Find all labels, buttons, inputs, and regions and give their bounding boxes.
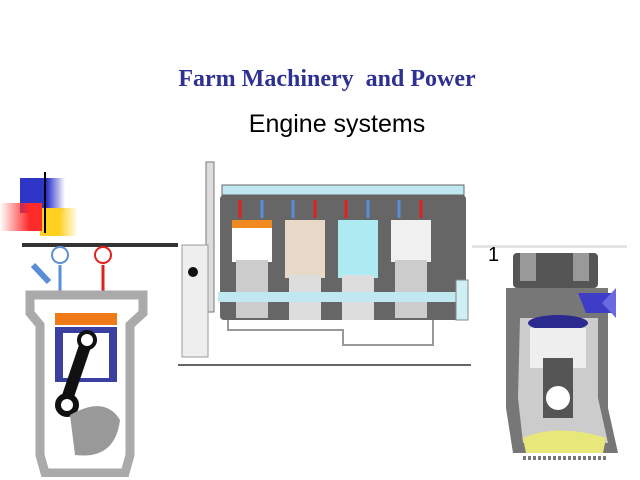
decorative-corner-graphic	[0, 172, 178, 247]
single-cylinder-engine-image	[25, 246, 148, 477]
step-number: 1	[488, 244, 500, 266]
slide-title: Farm Machinery and Power	[178, 66, 476, 92]
intake-stroke-cylinder-image	[506, 253, 618, 460]
four-cylinder-engine-image	[178, 161, 471, 366]
slide-subtitle: Engine systems	[248, 110, 426, 138]
divider-line	[472, 245, 627, 248]
